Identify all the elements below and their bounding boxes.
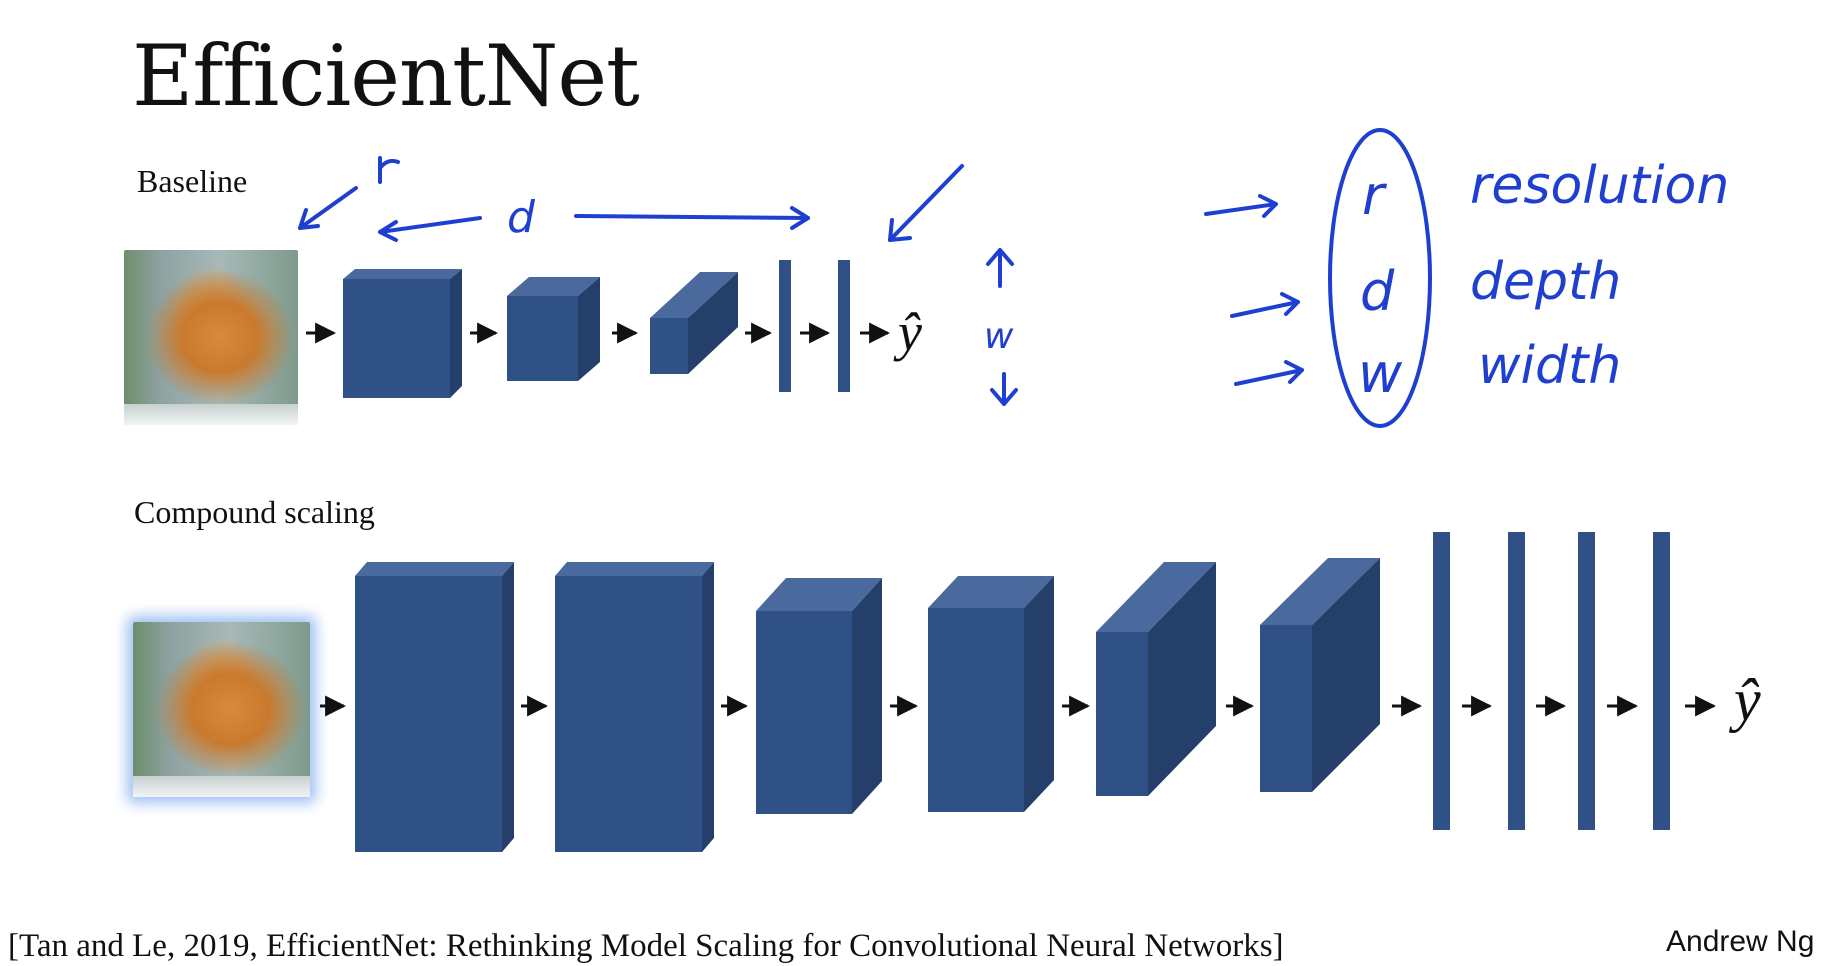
- baseline-network: ŷ: [306, 260, 922, 398]
- compound-fc-layer-2: [1508, 532, 1525, 830]
- width-note: width: [1478, 336, 1622, 396]
- compound-conv-block-5: [1096, 562, 1216, 796]
- output-yhat-baseline: ŷ: [893, 302, 922, 362]
- compound-scaling-label: Compound scaling: [134, 494, 375, 530]
- arrow-to-input-icon: [298, 186, 358, 230]
- cat-photo-compound: [133, 622, 310, 797]
- compound-network: ŷ: [320, 532, 1761, 852]
- compound-fc-layer-4: [1653, 532, 1670, 830]
- resolution-note: resolution: [1470, 156, 1730, 216]
- oval-symbol-d: d: [1360, 260, 1395, 323]
- baseline-conv-block-1: [343, 269, 462, 398]
- arrow-to-output-icon: [888, 164, 964, 242]
- width-symbol-w: w: [984, 316, 1014, 357]
- compound-conv-block-3: [756, 578, 882, 814]
- arrow-down-icon: [990, 372, 1018, 406]
- arrow-left-icon: [378, 216, 482, 234]
- arrow-up-icon: [986, 248, 1014, 288]
- oval-symbol-r: r: [1362, 164, 1387, 227]
- baseline-fc-layer-1: [779, 260, 791, 392]
- author-credit: Andrew Ng: [1666, 925, 1815, 958]
- compound-fc-layer-3: [1578, 532, 1595, 830]
- baseline-fc-layer-2: [838, 260, 850, 392]
- citation: [Tan and Le, 2019, EfficientNet: Rethink…: [8, 928, 1284, 964]
- depth-symbol-d: d: [507, 192, 536, 243]
- arrow-right-icon: [574, 214, 810, 220]
- compound-conv-block-4: [928, 576, 1054, 812]
- baseline-conv-block-2: [507, 277, 600, 381]
- compound-conv-block-1: [355, 562, 514, 852]
- depth-note: depth: [1470, 252, 1622, 312]
- oval-symbol-w: w: [1358, 342, 1403, 405]
- baseline-label: Baseline: [137, 163, 248, 199]
- baseline-conv-block-3: [650, 272, 738, 374]
- handwritten-annotations: [298, 128, 1432, 428]
- compound-conv-block-6: [1260, 558, 1380, 792]
- cat-photo-baseline: [124, 250, 298, 425]
- slide-title: EfficientNet: [132, 27, 640, 125]
- compound-conv-block-2: [555, 562, 714, 852]
- output-yhat-compound: ŷ: [1728, 667, 1761, 733]
- compound-fc-layer-1: [1433, 532, 1450, 830]
- scaling-factors-oval: [1328, 128, 1432, 428]
